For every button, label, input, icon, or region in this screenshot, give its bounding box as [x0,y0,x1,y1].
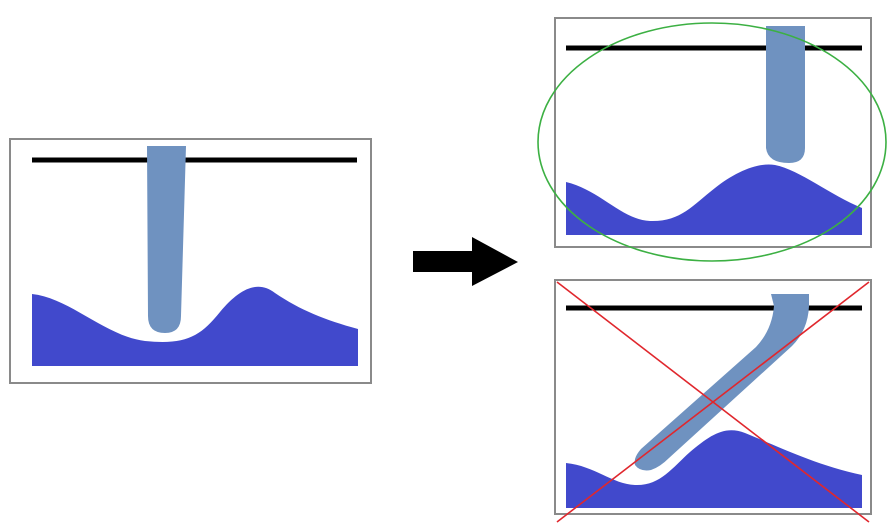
transition-arrow [413,237,518,286]
cross-marker-line [556,281,870,523]
panel-before [9,138,372,384]
panel-frame [554,17,872,248]
panel-frame [554,279,872,515]
surface-profile [32,286,358,366]
surface-profile [566,164,862,235]
panel-frame [9,138,372,384]
panel-after-correct [537,17,887,262]
probe-vertical [147,146,186,333]
probe-vertical [766,26,805,163]
surface-profile [566,430,862,508]
probe-bent [634,294,809,471]
panel-after-incorrect [554,279,872,523]
correct-circle-marker [537,22,887,262]
arrow-icon [413,237,518,286]
